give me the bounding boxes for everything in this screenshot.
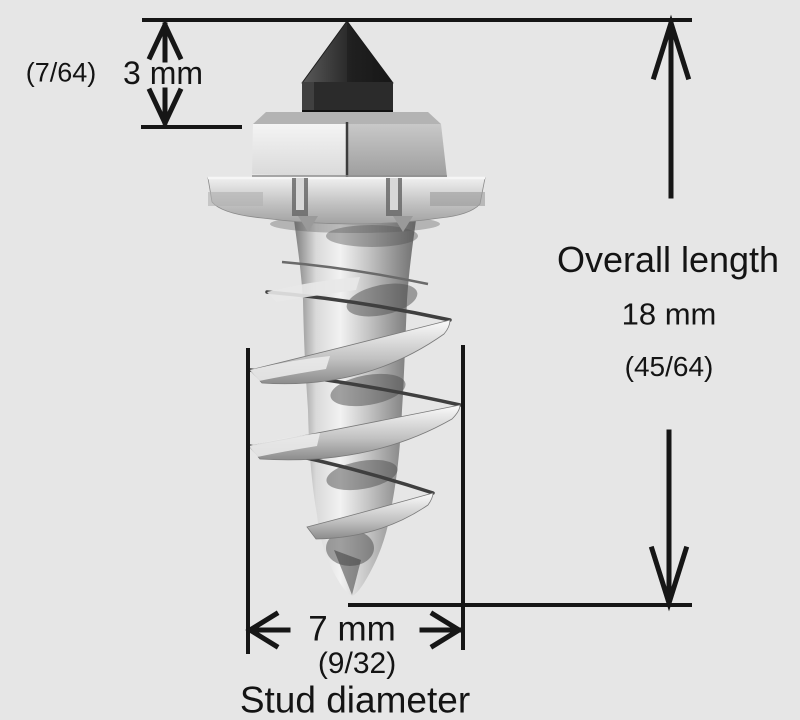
tip-height-value-label: 3 mm xyxy=(123,55,203,91)
threaded-shank xyxy=(247,220,462,596)
hex-head xyxy=(252,112,447,177)
stud-diameter-fraction-label: (9/32) xyxy=(317,647,397,680)
tip-height-fraction-label: (7/64) xyxy=(25,57,97,88)
stud-illustration xyxy=(207,20,486,596)
overall-length-value-label: 18 mm xyxy=(621,296,717,332)
overall-length-label: Overall length xyxy=(556,239,780,280)
stud-diameter-value-label: 7 mm xyxy=(308,609,396,649)
overall-length-fraction-label: (45/64) xyxy=(624,351,714,382)
dim-tip-height xyxy=(141,19,242,129)
dim-overall-length xyxy=(348,14,692,612)
flange xyxy=(207,176,486,233)
carbide-pin xyxy=(301,20,394,115)
dim-stud-diameter xyxy=(245,345,465,654)
stud-diameter-label: Stud diameter xyxy=(239,679,471,720)
